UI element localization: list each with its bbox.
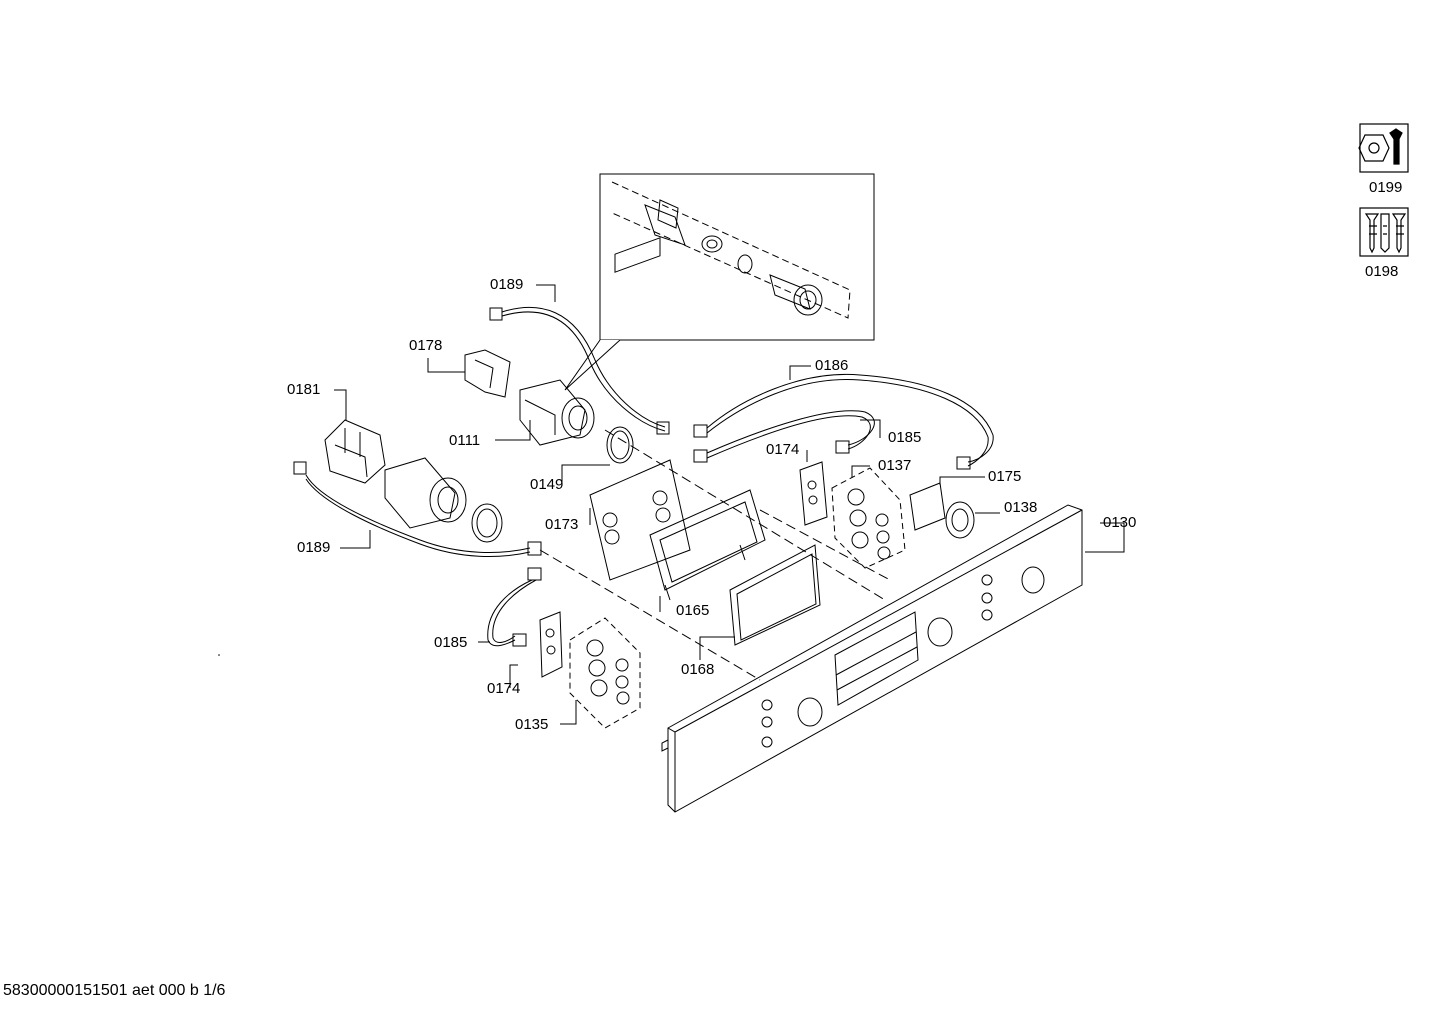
pcb-0174-lower <box>539 611 563 678</box>
knob-0138 <box>945 501 975 539</box>
callout-0138: 0138 <box>1004 499 1038 516</box>
screws-icon <box>1359 207 1409 257</box>
callout-0185-upper: 0185 <box>888 429 922 446</box>
control-pcb-0173 <box>589 237 691 581</box>
wire-harness-0189-top <box>489 306 670 435</box>
ring-lower <box>471 503 503 543</box>
callout-0186: 0186 <box>815 357 849 374</box>
callout-0135: 0135 <box>515 716 549 733</box>
button-block-0135 <box>569 617 641 729</box>
wire-harness-0185-lower <box>487 567 542 647</box>
knob-assembly-upper <box>519 379 595 446</box>
ring-upper <box>606 426 634 464</box>
control-panel-0130 <box>661 504 1083 813</box>
callout-0168: 0168 <box>681 661 715 678</box>
frame-0168 <box>729 544 821 646</box>
tool-label-0199: 0199 <box>1369 179 1403 196</box>
button-block-0137 <box>831 467 906 569</box>
callout-0111: 0111 <box>449 432 481 449</box>
detail-inset <box>564 173 875 391</box>
callout-0149: 0149 <box>530 476 564 493</box>
callout-0130: 0130 <box>1103 514 1137 531</box>
sheet-id: 58300000151501 aet 000 b 1/6 <box>3 982 226 999</box>
bracket-0178 <box>464 349 511 398</box>
bracket-0181 <box>324 419 386 484</box>
pcb-0174-upper <box>799 461 828 526</box>
frame-0165 <box>649 489 766 601</box>
callout-0185-lower: 0185 <box>434 634 468 651</box>
knob-assembly-lower <box>384 457 467 529</box>
callout-0174-upper: 0174 <box>766 441 800 458</box>
callout-0137: 0137 <box>878 457 912 474</box>
callout-0173: 0173 <box>545 516 579 533</box>
wire-harness-0185-upper <box>693 410 875 463</box>
pcb-0175 <box>909 482 946 531</box>
callout-0189-bottom: 0189 <box>297 539 331 556</box>
callout-0189-top: 0189 <box>490 276 524 293</box>
wrench-nut-icon <box>1358 123 1409 173</box>
callout-0175: 0175 <box>988 468 1022 485</box>
leader-lines <box>334 284 1125 725</box>
wire-harness-0189-bottom <box>293 461 542 557</box>
wire-harness-0186 <box>693 373 994 470</box>
assembly-axes <box>539 429 891 681</box>
callout-0174-lower: 0174 <box>487 680 521 697</box>
callout-0181: 0181 <box>287 381 321 398</box>
tool-label-0198: 0198 <box>1365 263 1399 280</box>
callout-0178: 0178 <box>409 337 443 354</box>
callout-0165: 0165 <box>676 602 710 619</box>
